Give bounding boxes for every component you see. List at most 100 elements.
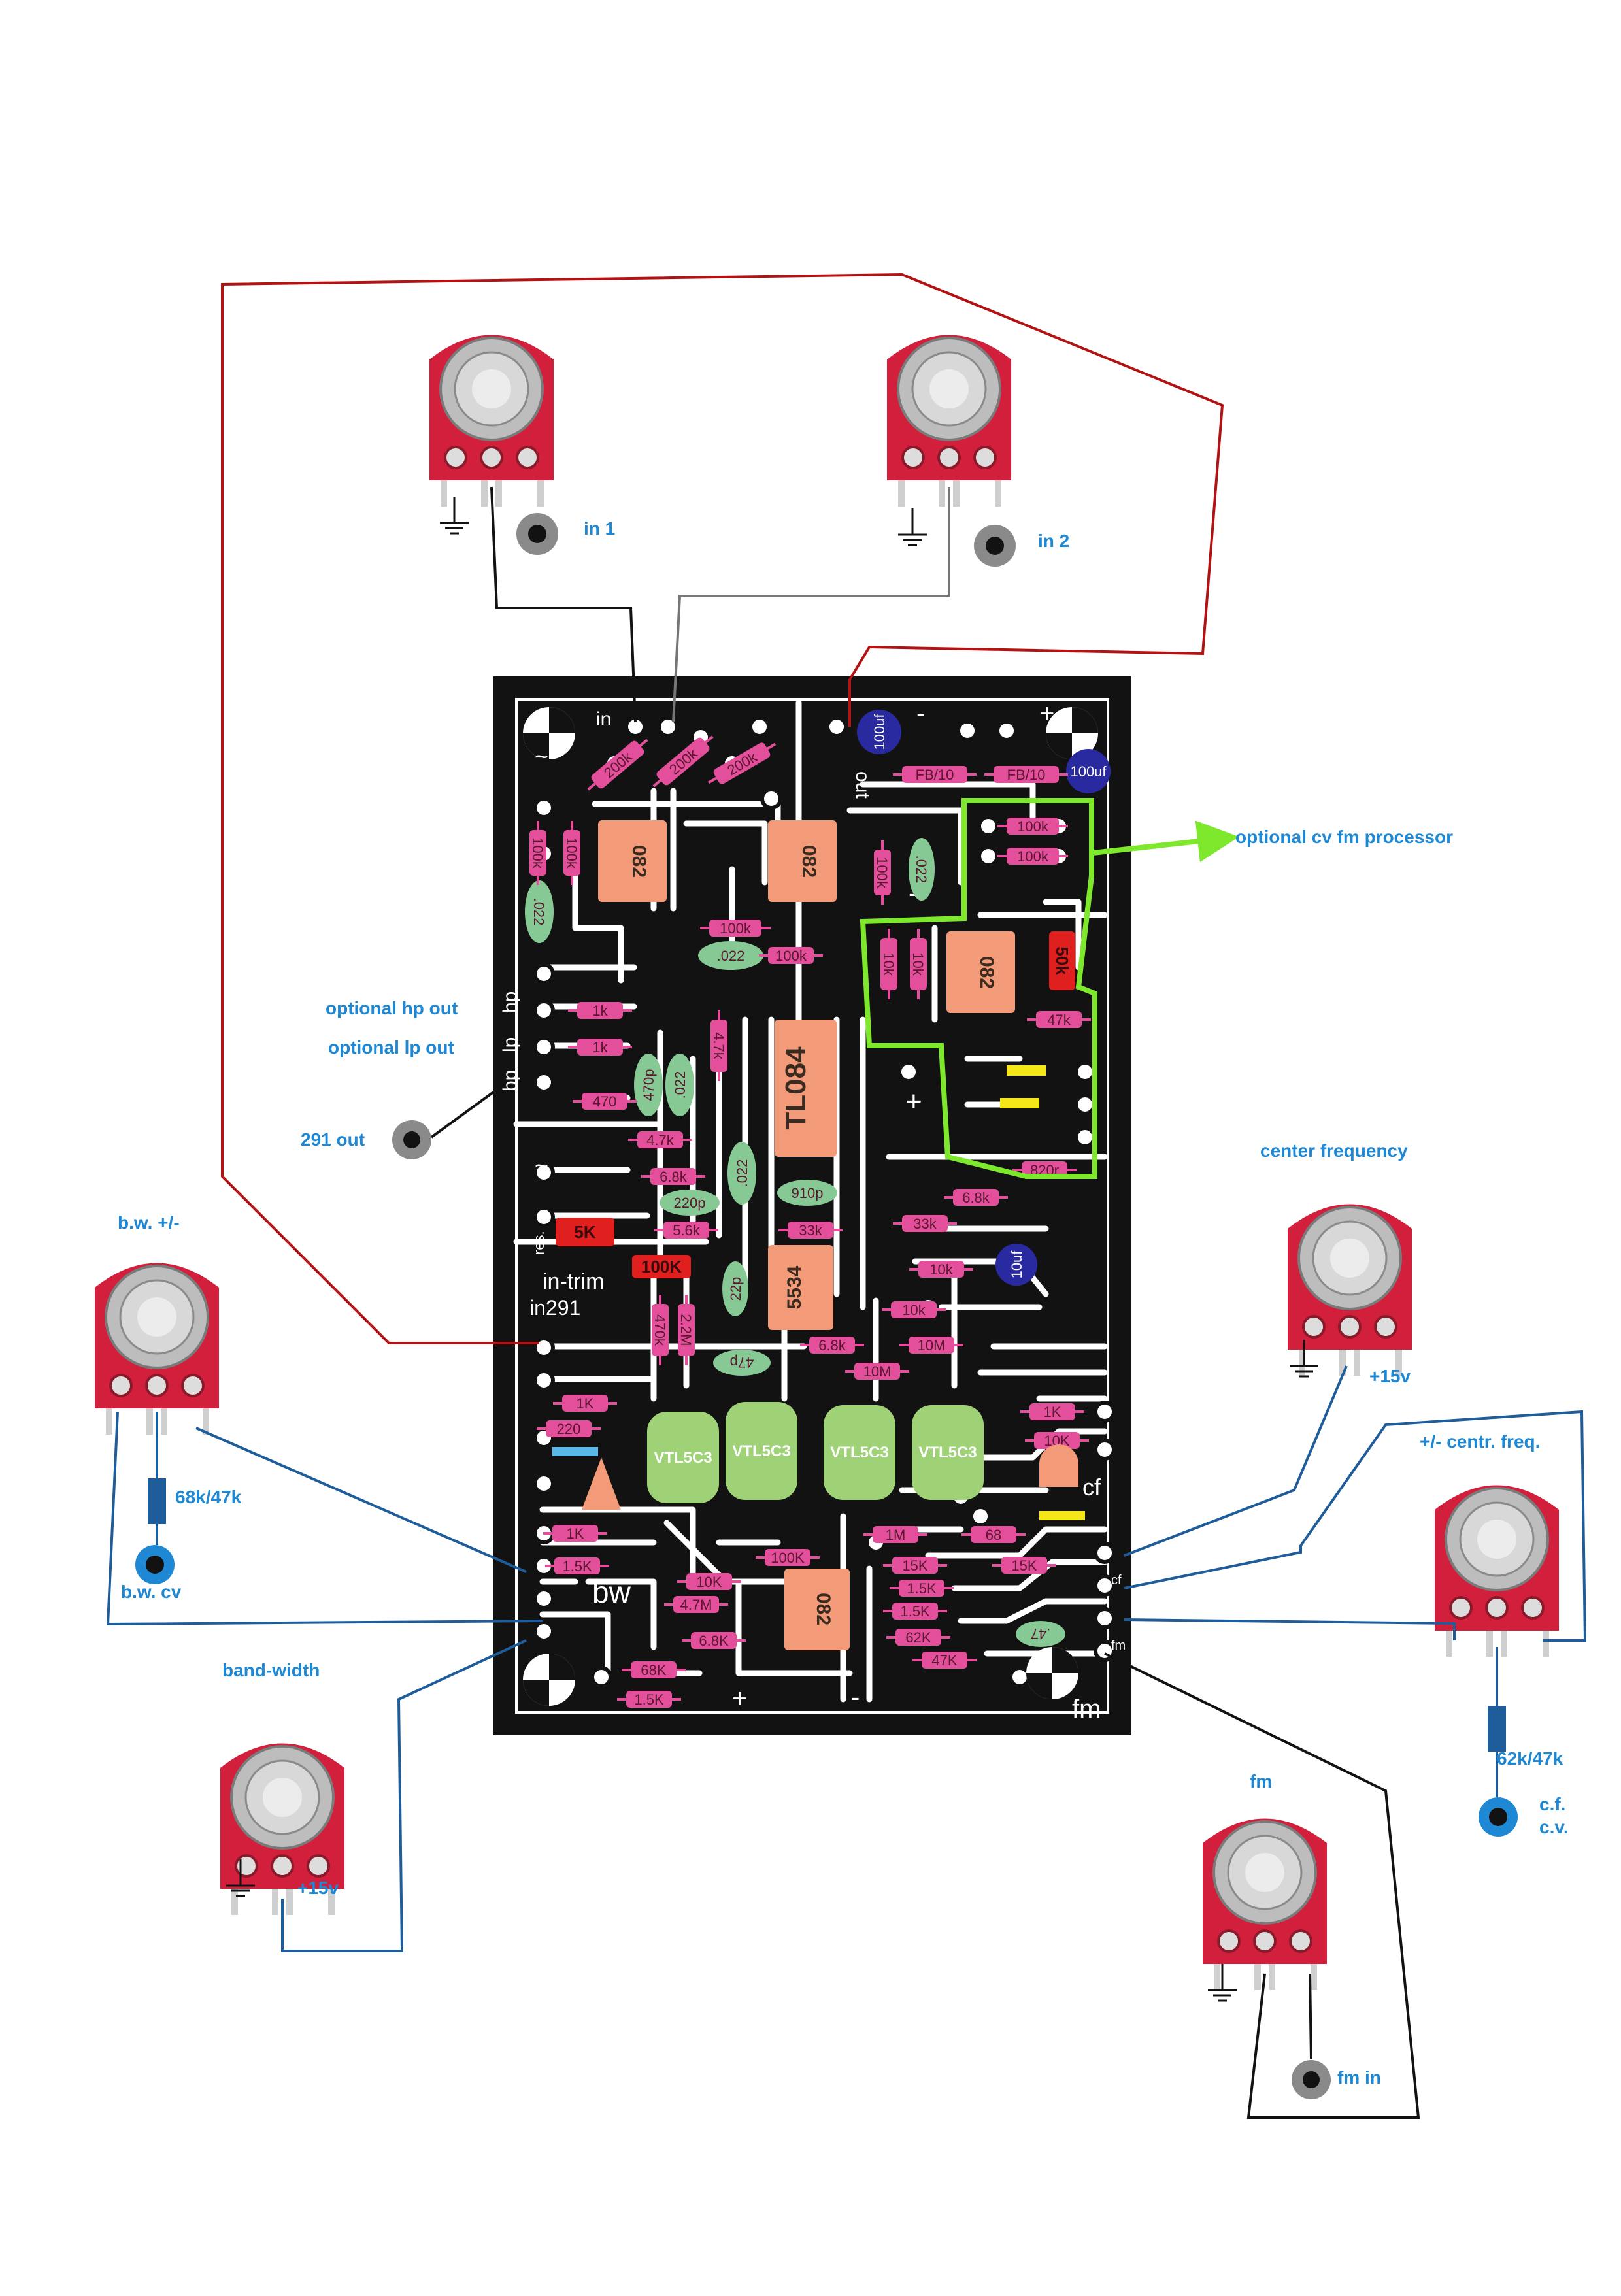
pot-bw-pm[interactable]: A500K: [95, 1248, 219, 1435]
resistor-label: 470: [593, 1093, 617, 1110]
pcb-tilde-label: ~: [535, 743, 548, 770]
resistor-label: 100k: [563, 837, 580, 869]
cap-label: 10uf: [1009, 1250, 1025, 1279]
cv-fm-arrow: [1092, 820, 1239, 863]
label-plus15-center: +15v: [1369, 1366, 1411, 1386]
vactrol: VTL5C3: [647, 1412, 719, 1503]
pot-layer: A500K A500K A500K A500K: [95, 320, 1559, 1990]
pot-fm[interactable]: A500K: [1203, 1804, 1327, 1990]
pcb-fm-label: fm: [1072, 1695, 1101, 1723]
resistor: 15K: [883, 1557, 947, 1574]
opamp-chip: 082: [768, 820, 837, 902]
resistor-label: 1k: [592, 1003, 608, 1019]
resistor: 470k: [652, 1295, 669, 1365]
resistor-label: 1.5K: [907, 1580, 937, 1597]
blue-wire: [1124, 1410, 1587, 1642]
resistor: 100k: [997, 848, 1068, 865]
pcb-minus-label-2: -: [916, 699, 925, 728]
resistor: 1K: [543, 1525, 607, 1542]
cv-fm-region-outline: [860, 798, 1097, 1179]
power-resistor-label: 50k: [1052, 946, 1072, 975]
blue-wire: [1124, 1618, 1456, 1640]
resistor-label: 10K: [696, 1574, 722, 1590]
zener-diode: [552, 1447, 598, 1456]
resistor: FB/10: [893, 766, 977, 783]
power-resistor: 50k: [1049, 931, 1075, 990]
label-62k-47k: 62k/47k: [1497, 1748, 1563, 1769]
resistor: 62K: [886, 1629, 950, 1646]
vactrol: VTL5C3: [912, 1405, 984, 1500]
jack-291-out[interactable]: [392, 1120, 431, 1159]
svg-text:.022: .022: [717, 948, 745, 964]
resistor: 47k: [1027, 1011, 1091, 1028]
pcb-minus-label: -: [851, 1683, 860, 1712]
resistor: 10M: [845, 1363, 909, 1380]
black-wire: [490, 486, 637, 723]
ground-icon: [226, 1859, 255, 1897]
resistor-label: 10M: [918, 1337, 946, 1354]
resistor: 6.8k: [800, 1337, 864, 1354]
resistor-label: 100k: [874, 857, 890, 889]
pot-pm-centr-freq[interactable]: A500K: [1435, 1471, 1559, 1657]
jack-in2[interactable]: [974, 525, 1016, 567]
jack-cf-cv[interactable]: [1479, 1797, 1518, 1837]
label-band-width: band-width: [222, 1660, 320, 1680]
resistor-label: FB/10: [916, 767, 954, 783]
vactrol-label: VTL5C3: [732, 1442, 790, 1460]
resistor-label: 6.8k: [962, 1190, 990, 1206]
ground-icon: [440, 497, 469, 535]
resistor: 100k: [997, 818, 1068, 835]
vactrol: VTL5C3: [824, 1405, 895, 1500]
pot-center-frequency[interactable]: A500K: [1288, 1190, 1412, 1376]
resistor: 100k: [529, 821, 546, 885]
resistor-label: 1.5K: [562, 1558, 592, 1574]
jack-in1[interactable]: [516, 513, 558, 555]
resistor-label: 68K: [641, 1662, 666, 1678]
resistor-label: 100k: [1017, 818, 1049, 835]
svg-text:.47: .47: [1031, 1625, 1051, 1642]
resistor-label: 10k: [910, 952, 926, 976]
resistor: 68K: [622, 1661, 686, 1678]
film-capacitor: .022: [525, 880, 554, 943]
pot-value-label: A500K: [927, 320, 972, 337]
resistor: 1K: [1020, 1403, 1084, 1420]
resistor: 1M: [863, 1526, 927, 1543]
resistor: 6.8k: [944, 1189, 1008, 1206]
opamp-chip: 5534: [768, 1245, 833, 1330]
resistor-label: 1K: [1044, 1404, 1061, 1420]
blue-wire: [106, 1411, 543, 1626]
film-capacitor: .022: [727, 1142, 756, 1205]
power-resistor-label: 5K: [574, 1222, 595, 1242]
blue-wire: [1124, 1365, 1348, 1557]
resistor: 10k: [882, 1301, 946, 1318]
resistor: 6.8k: [641, 1168, 705, 1185]
label-optional-hp-out: optional hp out: [326, 998, 458, 1018]
svg-text:.022: .022: [913, 856, 929, 884]
pot-in2[interactable]: A500K: [887, 320, 1011, 507]
pot-in1[interactable]: A500K: [429, 320, 554, 507]
resistor: 1k: [568, 1039, 632, 1056]
cap-label: 100uf: [871, 714, 888, 750]
resistor-label: 100K: [771, 1550, 805, 1566]
trimmer: [1039, 1444, 1078, 1487]
resistor: 68: [961, 1526, 1026, 1543]
pcb-fm-small-label: fm: [1111, 1639, 1126, 1653]
jack-bw-cv[interactable]: [135, 1545, 175, 1584]
jack-fm-in[interactable]: [1292, 2060, 1331, 2099]
resistor: 1k: [568, 1002, 632, 1019]
resistor-label: 1.5K: [900, 1603, 930, 1620]
label-fm-in: fm in: [1337, 2067, 1381, 2088]
resistor: 100k: [563, 821, 580, 885]
label-bw-cv: b.w. cv: [121, 1582, 182, 1602]
electrolytic-capacitor: 100uf: [1066, 749, 1111, 793]
svg-text:22p: 22p: [727, 1277, 744, 1301]
label-in1: in 1: [584, 518, 615, 539]
opamp-chip: 082: [784, 1569, 850, 1650]
pot-band-width[interactable]: A500K: [220, 1729, 344, 1915]
label-optional-cv-fm: optional cv fm processor: [1235, 827, 1453, 847]
black-wire: [1309, 1973, 1312, 2059]
pot-value-label: A500K: [260, 1729, 305, 1745]
resistor-label: 47k: [1047, 1012, 1071, 1028]
opamp-chip: 082: [946, 931, 1015, 1013]
pcb-plus-label-2: +: [905, 1086, 922, 1118]
